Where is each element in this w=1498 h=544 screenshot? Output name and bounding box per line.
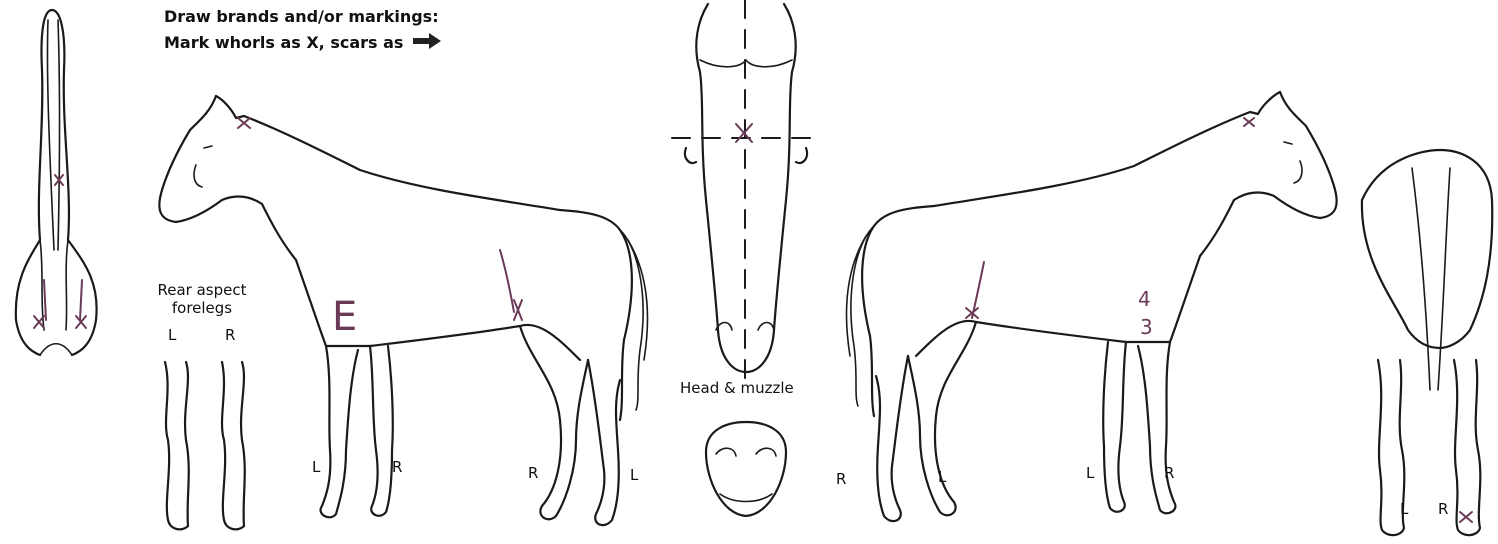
left-horse-hind-left-label: L [630, 466, 638, 484]
instructions-line-2: Mark whorls as X, scars as [164, 32, 441, 55]
instructions-line-1: Draw brands and/or markings: [164, 6, 439, 28]
right-side-horse: 4 3 [847, 92, 1337, 521]
left-horse-front-right-label: R [392, 458, 402, 476]
forelegs-right-label: R [225, 326, 235, 344]
brand-number-bottom: 3 [1140, 315, 1153, 339]
right-horse-front-right-label: R [1164, 464, 1174, 482]
instructions-line-2-text: Mark whorls as X, scars as [164, 33, 403, 52]
right-horse-front-left-label: L [1086, 464, 1094, 482]
rear-forelegs [165, 362, 245, 529]
brand-number-top: 4 [1138, 287, 1151, 311]
svg-text:E: E [332, 294, 357, 340]
arrow-icon [413, 33, 441, 55]
left-horse-front-left-label: L [312, 458, 320, 476]
rear-aspect-line2: forelegs [146, 299, 258, 317]
hind-view-horse [1362, 150, 1492, 535]
forelegs-left-label: L [168, 326, 176, 344]
hind-view-right-label: R [1438, 500, 1448, 518]
right-horse-hind-right-label: R [836, 470, 846, 488]
head-muzzle-label: Head & muzzle [680, 379, 794, 397]
right-horse-hind-left-label: L [938, 468, 946, 486]
left-horse-hind-right-label: R [528, 464, 538, 482]
hind-view-left-label: L [1400, 500, 1408, 518]
top-view-horse [16, 10, 97, 355]
head-front-view [672, 0, 820, 380]
rear-aspect-line1: Rear aspect [146, 281, 258, 299]
muzzle-view [706, 422, 786, 516]
rear-aspect-label: Rear aspect forelegs [146, 281, 258, 317]
